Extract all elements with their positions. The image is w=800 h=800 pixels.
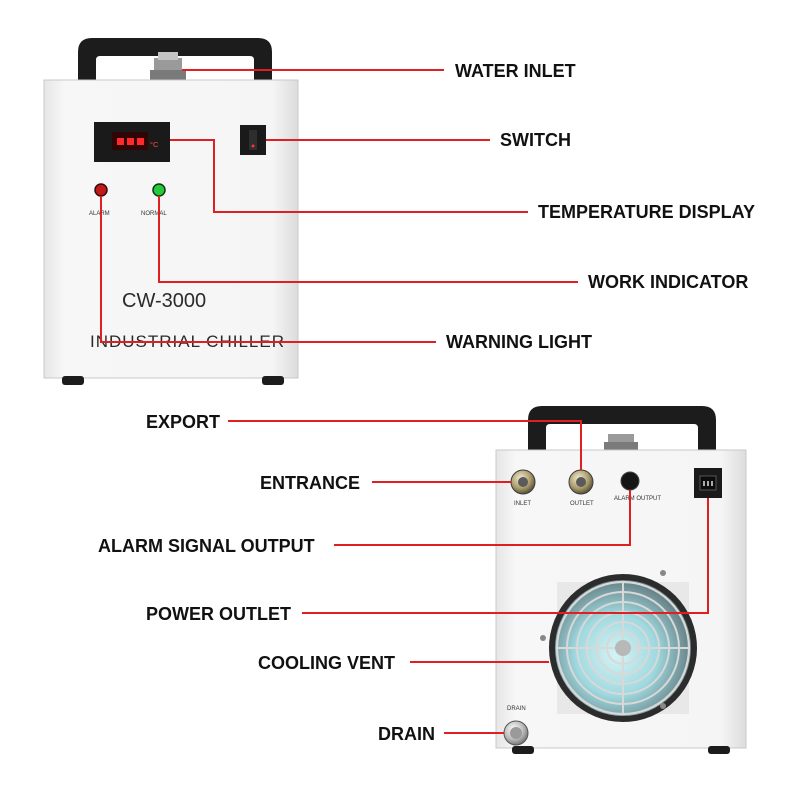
rear-foot-left bbox=[512, 746, 534, 754]
label-drain: DRAIN bbox=[378, 724, 435, 744]
leader-warning-light bbox=[100, 196, 436, 343]
leader-work-indicator bbox=[158, 196, 578, 283]
temperature-display: °C bbox=[94, 122, 170, 162]
alarm-light bbox=[94, 183, 108, 197]
rear-foot-right bbox=[708, 746, 730, 754]
model-name: CW-3000 bbox=[122, 290, 206, 312]
leader-export bbox=[228, 420, 582, 470]
drain-valve bbox=[503, 720, 529, 746]
rear-handle bbox=[528, 406, 716, 452]
top-inlet-fitting bbox=[150, 52, 186, 80]
inlet-label: INLET bbox=[514, 501, 531, 507]
label-switch: SWITCH bbox=[500, 130, 571, 150]
leader-power-outlet bbox=[302, 498, 709, 614]
leader-lines bbox=[100, 69, 709, 734]
normal-light-label: NORMAL bbox=[141, 211, 167, 217]
power-switch bbox=[240, 125, 266, 155]
cooling-fan bbox=[540, 570, 697, 722]
alarm-output-label: ALARM OUTPUT bbox=[614, 496, 661, 502]
power-socket bbox=[694, 468, 722, 498]
label-power-outlet: POWER OUTLET bbox=[146, 604, 291, 624]
label-water-inlet: WATER INLET bbox=[455, 61, 576, 81]
leader-temperature-display bbox=[170, 139, 528, 213]
front-unit: °C ALARM NORMAL CW-3000 INDUSTRIAL CHILL… bbox=[43, 38, 299, 385]
front-foot-left bbox=[62, 376, 84, 385]
front-handle bbox=[78, 38, 272, 82]
outlet-fitting bbox=[568, 469, 594, 495]
label-cooling-vent: COOLING VENT bbox=[258, 653, 395, 673]
label-work-indicator: WORK INDICATOR bbox=[588, 272, 748, 292]
label-warning-light: WARNING LIGHT bbox=[446, 332, 592, 352]
label-entrance: ENTRANCE bbox=[260, 473, 360, 493]
inlet-fitting bbox=[510, 469, 536, 495]
front-foot-right bbox=[262, 376, 284, 385]
callout-labels: WATER INLET SWITCH TEMPERATURE DISPLAY W… bbox=[98, 61, 755, 744]
rear-top-fitting bbox=[604, 434, 638, 454]
drain-label: DRAIN bbox=[507, 706, 526, 712]
display-unit: °C bbox=[150, 140, 159, 149]
normal-light bbox=[152, 183, 166, 197]
rear-unit: INLET OUTLET ALARM OUTPUT bbox=[495, 406, 747, 754]
leader-alarm-signal-output bbox=[334, 490, 631, 546]
alarm-output-port bbox=[620, 471, 640, 491]
label-export: EXPORT bbox=[146, 412, 220, 432]
label-alarm-signal-output: ALARM SIGNAL OUTPUT bbox=[98, 536, 315, 556]
alarm-light-label: ALARM bbox=[89, 211, 110, 217]
label-temperature-display: TEMPERATURE DISPLAY bbox=[538, 202, 755, 222]
outlet-label: OUTLET bbox=[570, 501, 594, 507]
